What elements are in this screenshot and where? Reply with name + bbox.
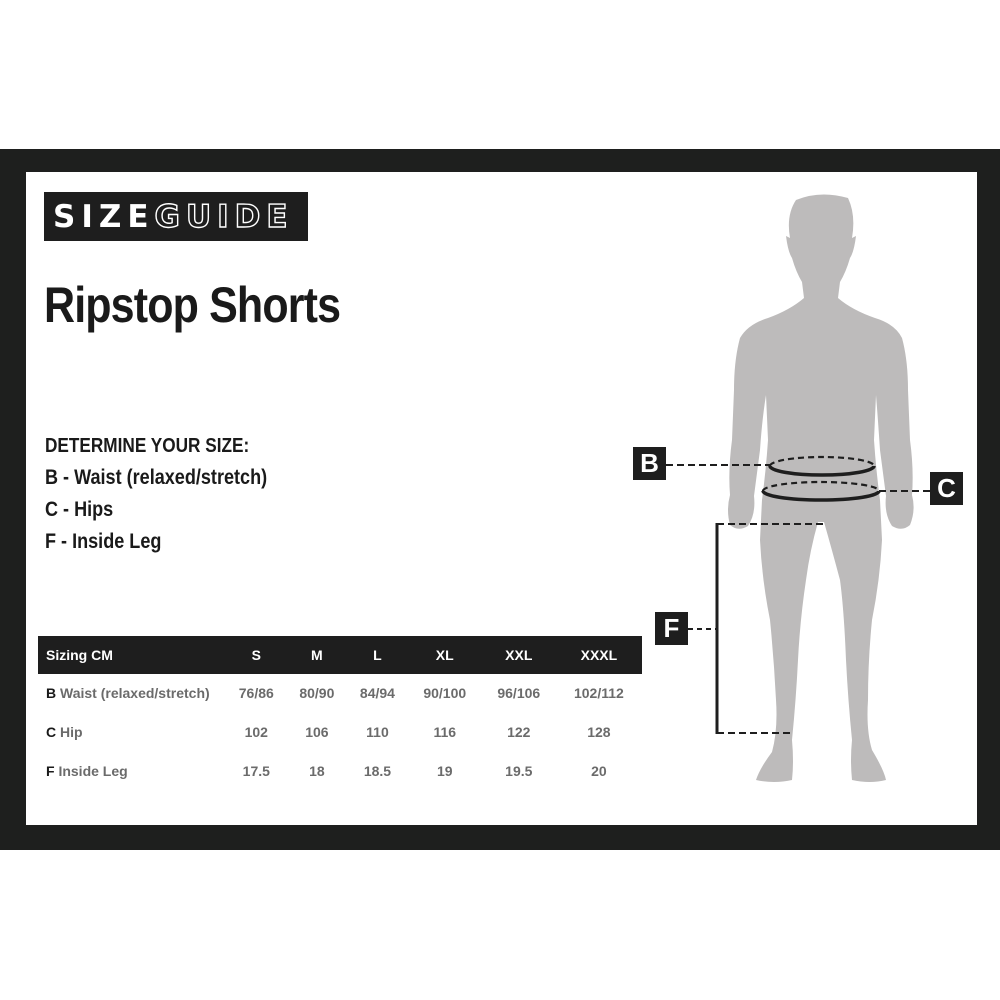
instruction-hips: C - Hips (45, 498, 114, 521)
cell: 20 (591, 762, 607, 779)
logo-size-text: SIZE (53, 198, 155, 235)
size-instructions: DETERMINE YOUR SIZE: B - Waist (relaxed/… (45, 434, 267, 562)
row-code: C (46, 723, 57, 740)
header-size-l: L (373, 647, 382, 663)
cell: 96/106 (497, 685, 541, 701)
header-size-xxl: XXL (505, 647, 533, 663)
header-size-xl: XL (435, 647, 454, 663)
header-size-s: S (251, 647, 261, 663)
cell: 106 (305, 723, 329, 740)
cell: 19 (436, 762, 453, 779)
marker-f-inside-leg: F (655, 612, 688, 645)
cell: 18.5 (363, 762, 392, 779)
cell: 102/112 (573, 685, 624, 701)
header-sizing-cm: Sizing CM (46, 647, 113, 663)
cell: 128 (587, 723, 611, 740)
cell: 17.5 (242, 762, 270, 779)
cell: 19.5 (505, 762, 533, 779)
cell: 102 (244, 723, 268, 740)
size-table-header-row: Sizing CM S M L XL XXL XXXL (38, 636, 642, 674)
row-name: Waist (relaxed/stretch) (60, 685, 210, 701)
person-silhouette-icon (728, 194, 914, 782)
row-label: C Hip (38, 712, 226, 751)
instructions-heading: DETERMINE YOUR SIZE: (45, 435, 250, 457)
inside-leg-bracket (688, 523, 826, 734)
cell: 80/90 (299, 685, 335, 701)
cell: 110 (366, 723, 389, 740)
instruction-inside-leg: F - Inside Leg (45, 530, 162, 553)
logo-guide-text: GUIDE (154, 198, 294, 235)
row-code: F (46, 762, 55, 779)
header-size-m: M (311, 647, 323, 663)
instruction-waist: B - Waist (relaxed/stretch) (45, 466, 268, 489)
table-row-waist: B Waist (relaxed/stretch) 76/86 80/90 84… (38, 674, 642, 712)
header-size-xxxl: XXXL (580, 647, 618, 663)
cell: 76/86 (238, 685, 274, 701)
marker-b-waist: B (633, 447, 666, 480)
table-row-hip: C Hip 102 106 110 116 122 128 (38, 712, 642, 751)
row-name: Inside Leg (58, 762, 128, 779)
cell: 84/94 (359, 685, 395, 701)
waist-measure-ring (768, 455, 876, 477)
cell: 116 (433, 723, 457, 740)
cell: 122 (507, 723, 531, 740)
table-row-inside-leg: F Inside Leg 17.5 18 18.5 19 19.5 20 (38, 751, 642, 790)
marker-c-hips: C (930, 472, 963, 505)
row-code: B (46, 685, 57, 701)
row-name: Hip (60, 723, 83, 740)
row-label: B Waist (relaxed/stretch) (38, 674, 226, 712)
cell: 18 (309, 762, 325, 779)
cell: 90/100 (423, 685, 467, 701)
hip-measure-ring (761, 480, 881, 502)
row-label: F Inside Leg (38, 751, 226, 790)
product-title: Ripstop Shorts (44, 277, 341, 333)
size-table: Sizing CM S M L XL XXL XXXL B Waist (rel… (38, 636, 642, 790)
